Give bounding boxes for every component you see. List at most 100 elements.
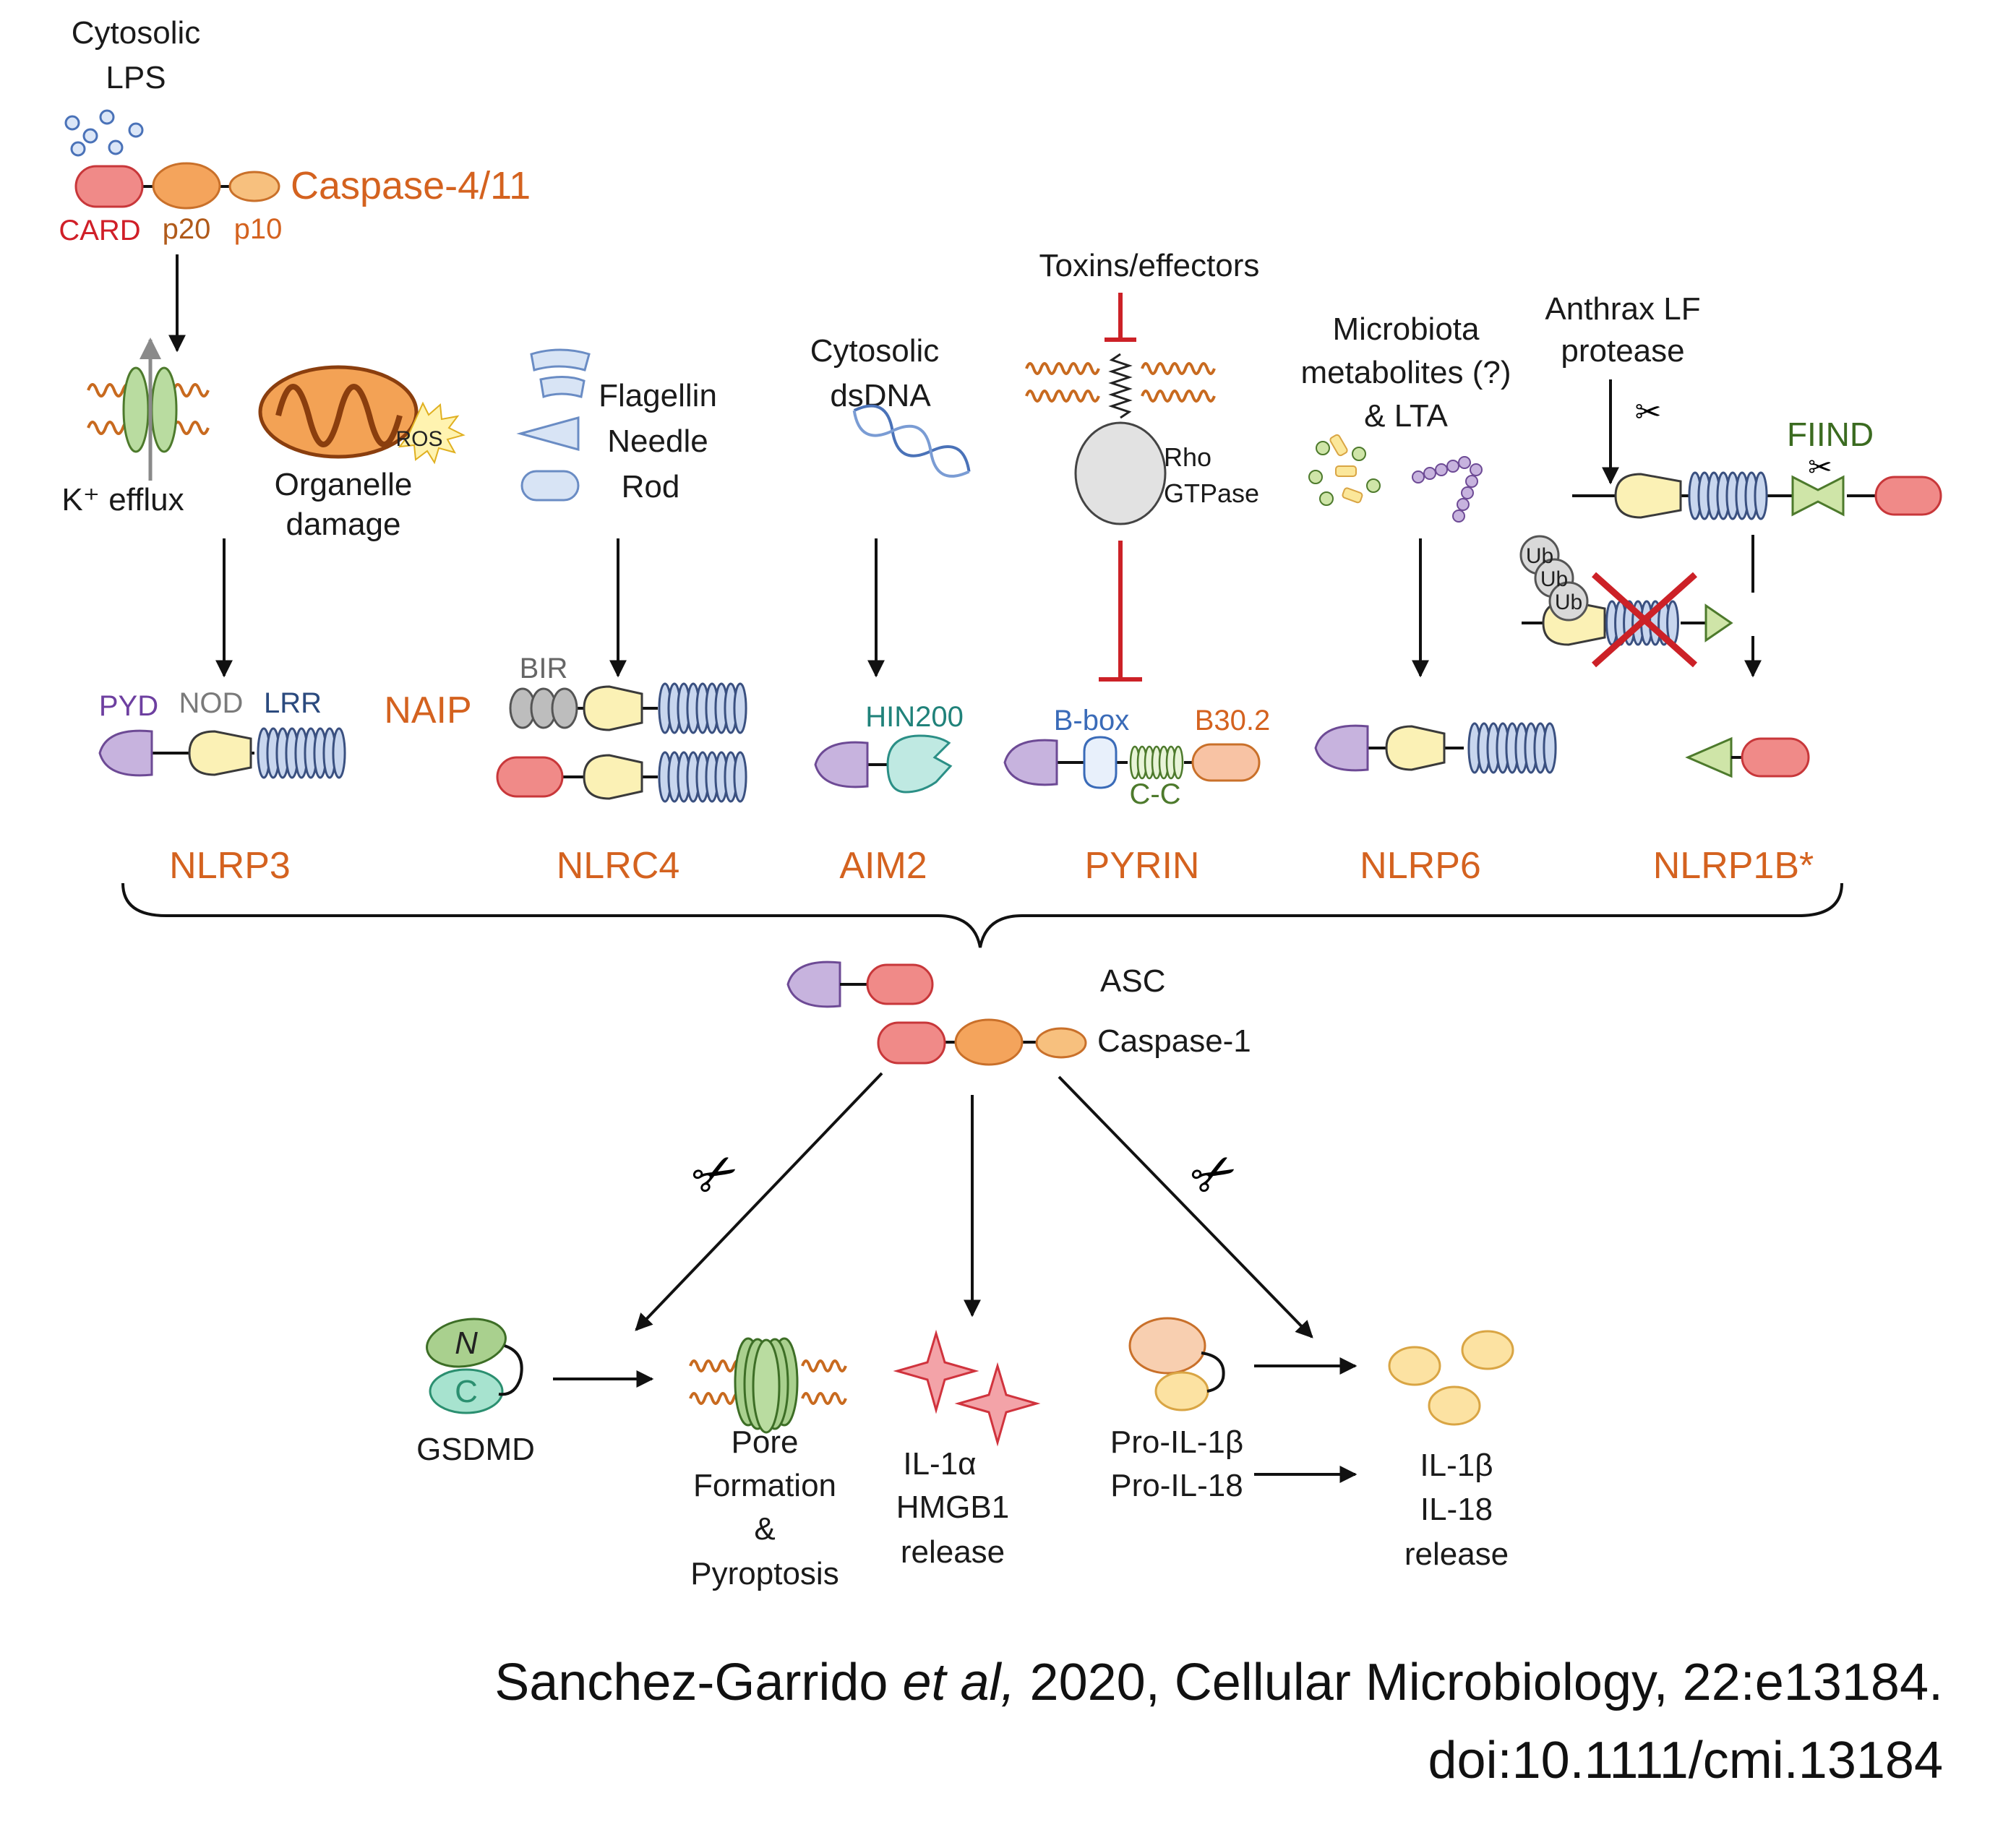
scissors-right-icon: ✂ — [1180, 1137, 1248, 1211]
lps-dots — [64, 109, 144, 157]
pro-il1b-label: Pro-IL-1β — [1110, 1424, 1243, 1460]
gsdmd-n-label: N — [455, 1325, 478, 1361]
ub-label-2: Ub — [1540, 567, 1568, 591]
nlrp6-name: NLRP6 — [1360, 845, 1481, 887]
b302-label: B30.2 — [1195, 705, 1271, 736]
nlrc4-lrr — [658, 751, 747, 803]
mitochondrion-icon — [258, 365, 466, 465]
nlrc4-protein — [496, 754, 658, 800]
k-efflux-membrane — [87, 338, 210, 481]
pore-label-4: Pyroptosis — [690, 1556, 839, 1591]
fiind-scissors-icon: ✂ — [1808, 452, 1832, 484]
organelle-label-2: damage — [286, 507, 400, 542]
gsdmd-label: GSDMD — [416, 1432, 535, 1467]
citation-line-1: Sanchez-Garrido et al, 2020, Cellular Mi… — [494, 1654, 1943, 1711]
caspase-1-protein — [877, 1018, 1087, 1066]
aim2-name: AIM2 — [839, 845, 927, 887]
mature-label-2: IL-18 — [1420, 1492, 1493, 1527]
mature-label-1: IL-1β — [1420, 1448, 1493, 1483]
bir-label: BIR — [520, 653, 568, 684]
il1a-star-icons — [893, 1329, 1041, 1447]
lrr-repeat — [1543, 722, 1557, 774]
anthrax-label-1: Anthrax LF — [1545, 291, 1700, 327]
lrr-repeat — [733, 751, 747, 803]
pore-label-1: Pore — [732, 1424, 799, 1460]
il1a-label-3: release — [901, 1534, 1005, 1570]
hin200-label: HIN200 — [865, 701, 964, 733]
nlrp3-protein — [98, 729, 254, 777]
fiind-label: FIIND — [1787, 416, 1874, 453]
toxins-label: Toxins/effectors — [1039, 248, 1260, 283]
arrow-to-pore — [635, 1072, 883, 1331]
il1a-label-1: IL-1α — [903, 1446, 976, 1482]
degradation-cross-icon — [1592, 572, 1697, 668]
flagellin-needle-rod-icons — [516, 348, 591, 502]
naip-lrr — [658, 682, 747, 734]
p20-label: p20 — [163, 213, 211, 245]
dsdna-helix-icon — [852, 404, 971, 478]
lrr-repeat — [332, 727, 346, 779]
pore-label-2: Formation — [693, 1468, 836, 1503]
ub-label-1: Ub — [1526, 544, 1553, 568]
aim2-protein — [814, 734, 953, 794]
nlrp3-nod-label: NOD — [179, 687, 244, 719]
dsdna-label-1: Cytosolic — [810, 333, 940, 369]
lps-label-1: Cytosolic — [72, 15, 201, 51]
mature-cytokine-icons — [1388, 1330, 1514, 1426]
scissors-icon: ✂ — [1635, 395, 1662, 430]
pro-il18-label: Pro-IL-18 — [1110, 1468, 1243, 1503]
ub-label-3: Ub — [1555, 590, 1582, 614]
citation-line-2: doi:10.1111/cmi.13184 — [1428, 1732, 1943, 1789]
nlrp3-pyd-label: PYD — [99, 690, 158, 722]
card-label: CARD — [59, 215, 140, 246]
lps-label-2: LPS — [106, 60, 166, 95]
nlrc4-name: NLRC4 — [557, 845, 680, 887]
coiled-coil-turn — [1172, 745, 1184, 780]
lrr-repeat — [1754, 471, 1768, 520]
fiind-domain — [1791, 475, 1942, 517]
rho-label-1: Rho — [1164, 442, 1211, 472]
naip-protein — [509, 685, 658, 731]
arrow-to-mature — [1058, 1075, 1313, 1338]
bbox-label: B-box — [1054, 705, 1130, 736]
nlrp3-lrr — [257, 727, 346, 779]
lrr-repeat — [733, 682, 747, 734]
pro-il-protein — [1128, 1317, 1225, 1411]
gsdmd-c-label: C — [455, 1374, 478, 1409]
p10-label: p10 — [234, 213, 283, 245]
organelle-label-1: Organelle — [275, 467, 413, 502]
gsdmd-protein — [426, 1318, 523, 1414]
pore-label-3: & — [754, 1511, 775, 1547]
nlrp6-protein — [1314, 724, 1464, 772]
needle-label: Needle — [607, 424, 708, 459]
anthrax-label-2: protease — [1561, 333, 1684, 369]
flagellin-label: Flagellin — [599, 378, 717, 413]
cc-label: C-C — [1129, 778, 1180, 810]
ubiquitin-chain — [1519, 535, 1589, 622]
microbiota-label-3: & LTA — [1364, 398, 1448, 434]
pore-membrane — [689, 1337, 847, 1434]
nlrp3-lrr-label: LRR — [264, 687, 322, 719]
nlrp1b-c-fragment — [1685, 736, 1810, 778]
caspase-1-label: Caspase-1 — [1097, 1023, 1251, 1059]
metabolite-icons — [1308, 434, 1483, 523]
pyrin-protein — [1003, 736, 1261, 789]
asc-label: ASC — [1100, 963, 1165, 999]
scissors-left-icon: ✂ — [681, 1137, 750, 1211]
caspase-4-11-protein — [74, 162, 280, 210]
naip-label: NAIP — [384, 689, 471, 731]
rho-label-2: GTPase — [1164, 478, 1259, 508]
pyrin-coiled-coil — [1129, 745, 1184, 780]
ros-label: ROS — [395, 427, 442, 451]
microbiota-label-2: metabolites (?) — [1300, 355, 1511, 390]
nlrp3-name: NLRP3 — [169, 845, 291, 887]
il1a-label-2: HMGB1 — [896, 1490, 1009, 1525]
caspase-4-11-label: Caspase-4/11 — [291, 164, 531, 207]
rho-membrane — [1025, 353, 1216, 525]
rod-label: Rod — [622, 469, 680, 504]
pyrin-name: PYRIN — [1085, 845, 1200, 887]
nlrp1b-lrr — [1688, 471, 1768, 520]
nlrp1b-name: NLRP1B* — [1653, 845, 1814, 887]
nlrp1b-full-protein — [1572, 473, 1876, 519]
